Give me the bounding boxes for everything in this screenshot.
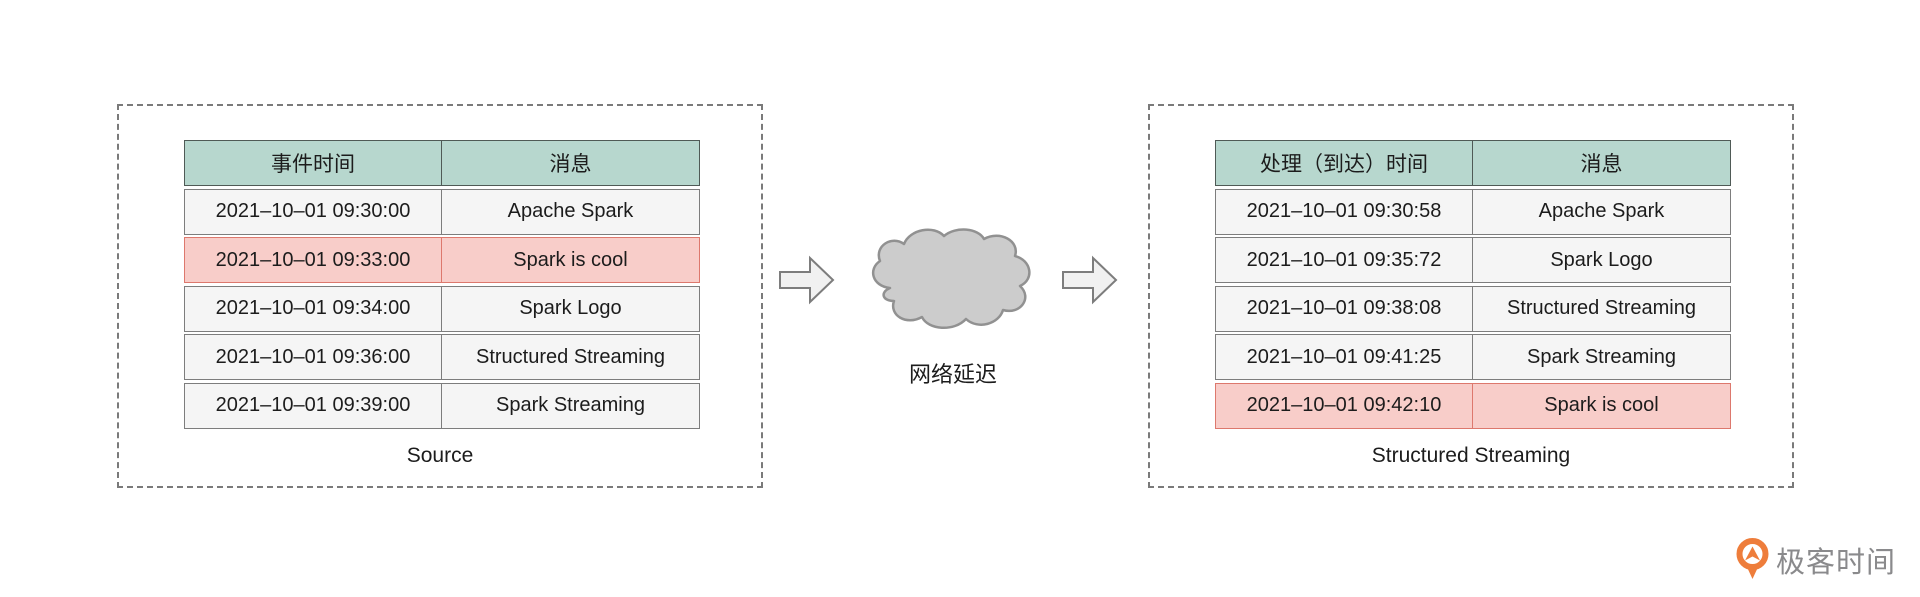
table-row: 2021–10–01 09:34:00 Spark Logo <box>184 285 700 332</box>
sink-header-message: 消息 <box>1580 153 1623 176</box>
message-cell: Spark is cool <box>1544 394 1659 416</box>
sink-header-processing-time: 处理（到达）时间 <box>1216 141 1473 185</box>
event-time-cell: 2021–10–01 09:34:00 <box>185 286 442 331</box>
message-cell: Structured Streaming <box>476 345 665 368</box>
source-header-event-time: 事件时间 <box>185 141 442 185</box>
source-header-message: 消息 <box>549 153 592 176</box>
network-delay-label: 网络延迟 <box>908 362 997 387</box>
message-cell: Structured Streaming <box>1507 297 1696 319</box>
table-row: 2021–10–01 09:41:25 Spark Streaming <box>1215 334 1731 380</box>
processing-time-cell: 2021–10–01 09:35:72 <box>1216 238 1473 282</box>
processing-time-cell: 2021–10–01 09:42:10 <box>1216 383 1473 428</box>
event-time-cell: 2021–10–01 09:39:00 <box>185 383 442 428</box>
event-time-cell: 2021–10–01 09:30:00 <box>185 189 442 234</box>
table-row: 2021–10–01 09:35:72 Spark Logo <box>1215 237 1731 283</box>
message-cell: Spark Streaming <box>1527 345 1676 368</box>
sink-table-header-row: 处理（到达）时间 消息 <box>1215 140 1731 186</box>
geektime-logo-text: 极客时间 <box>1775 546 1896 579</box>
processing-time-cell: 2021–10–01 09:30:58 <box>1216 189 1473 234</box>
table-row: 2021–10–01 09:38:08 Structured Streaming <box>1215 285 1731 332</box>
table-row: 2021–10–01 09:39:00 Spark Streaming <box>184 382 700 429</box>
message-cell: Spark Logo <box>519 297 622 319</box>
message-cell: Spark Streaming <box>496 394 645 416</box>
processing-time-cell: 2021–10–01 09:41:25 <box>1216 335 1473 379</box>
sink-panel: 处理（到达）时间 消息 2021–10–01 09:30:58 Apache S… <box>1148 104 1794 488</box>
arrow-right-icon <box>779 255 835 305</box>
table-row: 2021–10–01 09:36:00 Structured Streaming <box>184 334 700 380</box>
event-time-cell: 2021–10–01 09:33:00 <box>185 238 442 282</box>
sink-label: Structured Streaming <box>1371 444 1571 467</box>
network-cloud-icon <box>871 228 1031 329</box>
processing-time-cell: 2021–10–01 09:38:08 <box>1216 286 1473 331</box>
table-row: 2021–10–01 09:30:00 Apache Spark <box>184 188 700 235</box>
source-panel: 事件时间 消息 2021–10–01 09:30:00 Apache Spark… <box>117 104 763 488</box>
geektime-logo-icon <box>1736 538 1769 579</box>
table-row: 2021–10–01 09:30:58 Apache Spark <box>1215 188 1731 235</box>
message-cell: Apache Spark <box>1538 200 1665 222</box>
table-row: 2021–10–01 09:33:00 Spark is cool <box>184 237 700 283</box>
event-time-cell: 2021–10–01 09:36:00 <box>185 335 442 379</box>
arrow-right-icon <box>1062 255 1118 305</box>
source-label: Source <box>406 444 474 467</box>
message-cell: Spark Logo <box>1550 248 1653 271</box>
source-table: 事件时间 消息 2021–10–01 09:30:00 Apache Spark… <box>184 140 700 431</box>
message-cell: Apache Spark <box>507 200 634 222</box>
source-table-header-row: 事件时间 消息 <box>184 140 700 186</box>
geektime-logo: 极客时间 <box>1736 538 1896 581</box>
table-row: 2021–10–01 09:42:10 Spark is cool <box>1215 382 1731 429</box>
message-cell: Spark is cool <box>513 248 628 271</box>
sink-table: 处理（到达）时间 消息 2021–10–01 09:30:58 Apache S… <box>1215 140 1731 431</box>
